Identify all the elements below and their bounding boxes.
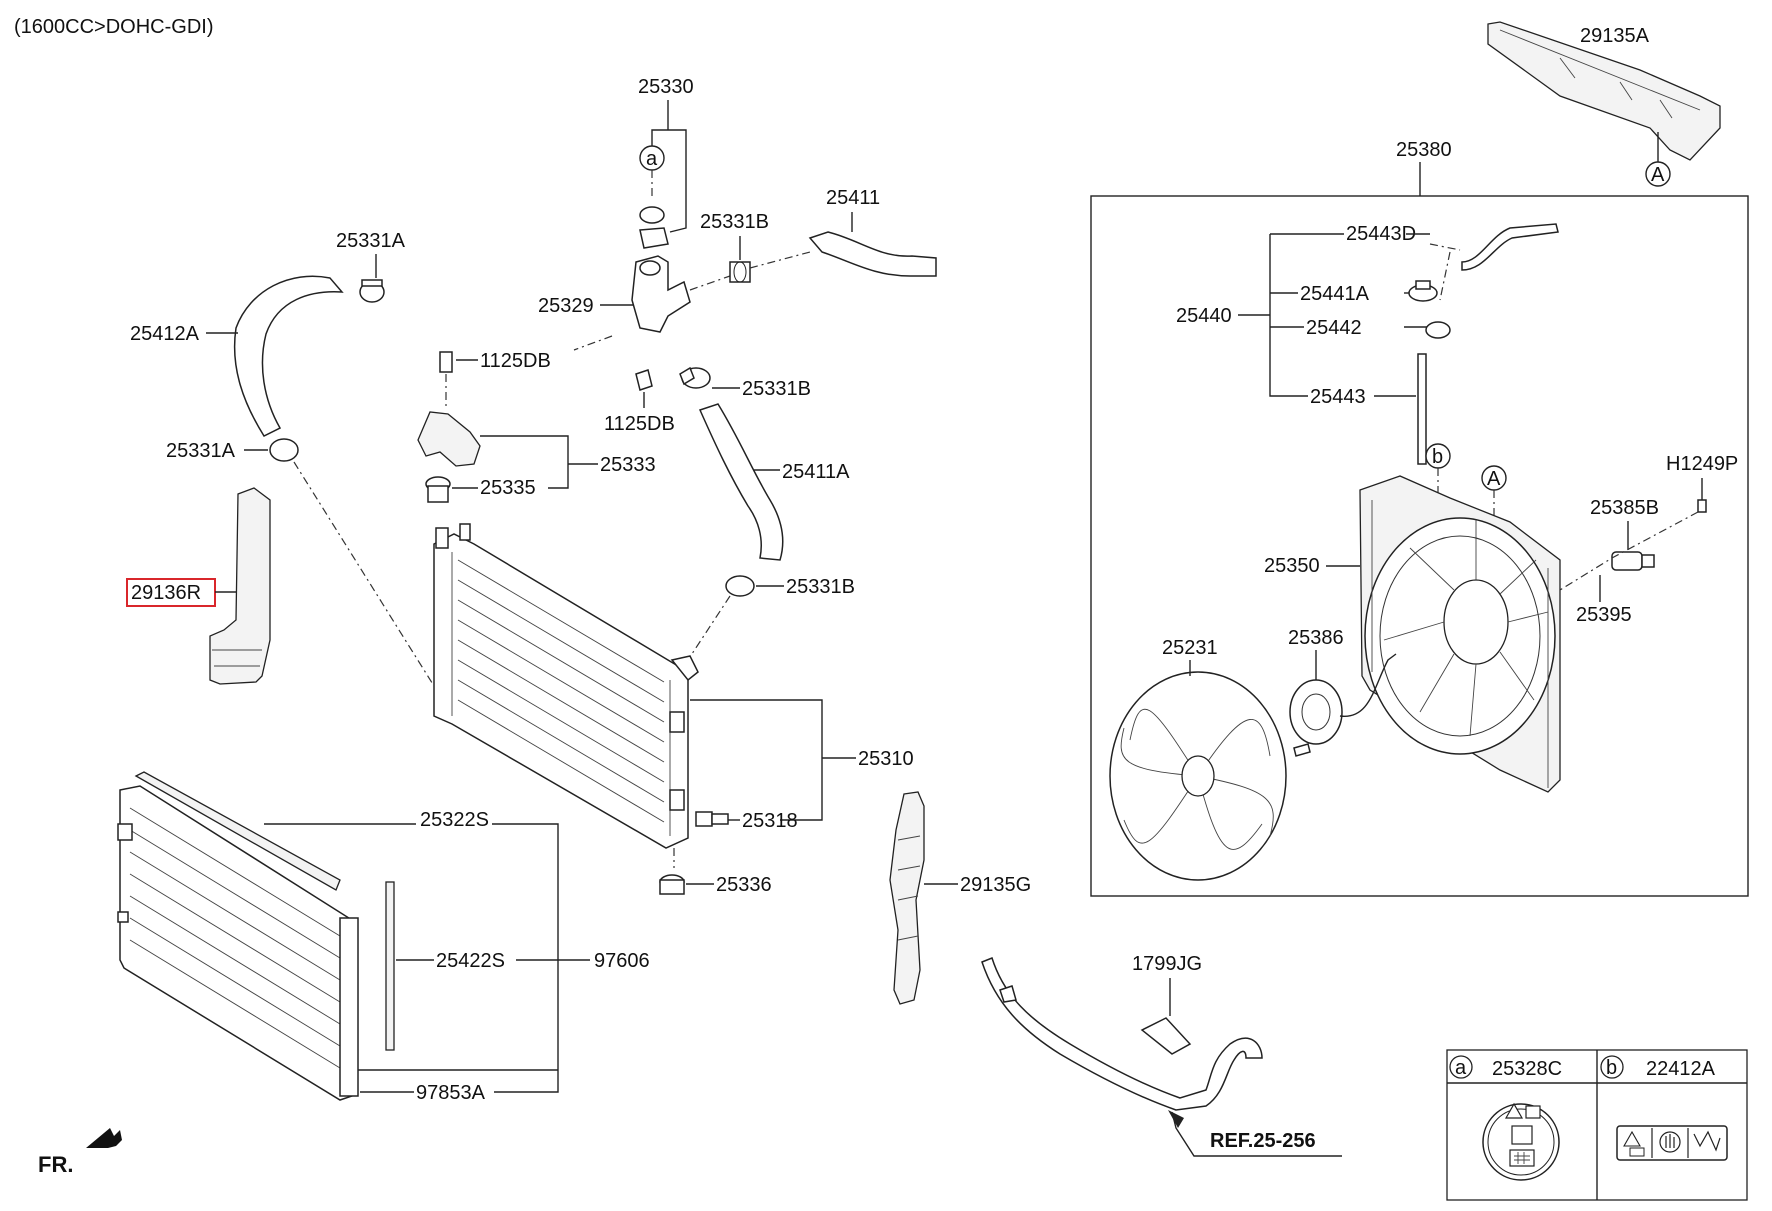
part-1125DB-bolt-a[interactable] [439, 351, 453, 373]
label-25330[interactable]: 25330 [638, 76, 694, 98]
part-25331B-clamp-mid[interactable] [679, 366, 711, 389]
legend-part-b[interactable]: 22412A [1646, 1058, 1716, 1080]
label-25329[interactable]: 25329 [538, 295, 594, 317]
part-1799JG-clip[interactable] [1140, 1017, 1192, 1055]
svg-text:A: A [1651, 164, 1665, 186]
label-25443D[interactable]: 25443D [1346, 223, 1416, 245]
part-25411-hose[interactable] [808, 231, 937, 277]
part-1125DB-bolt-b[interactable] [635, 369, 653, 391]
label-97853A[interactable]: 97853A [416, 1082, 486, 1104]
legend-marker-b: b [1600, 1055, 1624, 1079]
label-97606[interactable]: 97606 [594, 950, 650, 972]
part-97606-condenser[interactable] [117, 785, 359, 1101]
label-1125DB-a[interactable]: 1125DB [480, 350, 551, 372]
label-25322S[interactable]: 25322S [420, 809, 489, 831]
part-25350-fan-shroud[interactable] [1359, 475, 1561, 793]
label-25412A[interactable]: 25412A [130, 323, 200, 345]
label-29136R[interactable]: 29136R [131, 582, 201, 604]
label-25440[interactable]: 25440 [1176, 305, 1232, 327]
part-25331B-clamp-bot[interactable] [725, 575, 755, 597]
label-25443[interactable]: 25443 [1310, 386, 1366, 408]
label-25395[interactable]: 25395 [1576, 604, 1632, 626]
warning-label-decal-icon [1616, 1125, 1728, 1161]
front-label: FR. [38, 1152, 73, 1177]
part-H1249P-bolt[interactable] [1697, 499, 1707, 513]
label-25335[interactable]: 25335 [480, 477, 536, 499]
label-H1249P[interactable]: H1249P [1666, 453, 1738, 475]
part-25331A-clamp-bot[interactable] [269, 438, 299, 462]
part-25422S-seal[interactable] [385, 881, 395, 1051]
ref-label[interactable]: REF.25-256 [1210, 1130, 1316, 1152]
part-25329-housing[interactable] [631, 255, 691, 333]
part-25336-mount[interactable] [659, 874, 685, 895]
label-29135G[interactable]: 29135G [960, 874, 1031, 896]
engine-spec-label: (1600CC>DOHC-GDI) [14, 16, 213, 38]
part-25386-motor[interactable] [1289, 653, 1397, 757]
part-25442-oring[interactable] [1425, 321, 1451, 339]
label-25333[interactable]: 25333 [600, 454, 656, 476]
label-1125DB-b[interactable]: 1125DB [604, 413, 675, 435]
part-29136R-duct[interactable] [209, 487, 271, 685]
label-25441A[interactable]: 25441A [1300, 283, 1370, 305]
label-25380[interactable]: 25380 [1396, 139, 1452, 161]
label-25331A-top[interactable]: 25331A [336, 230, 406, 252]
marker-a-cap: a [639, 145, 665, 171]
part-25331B-clamp-top[interactable] [729, 261, 751, 283]
part-ref-hose-assembly[interactable] [981, 957, 1263, 1111]
part-25411A-hose[interactable] [698, 403, 784, 561]
label-25331B-top[interactable]: 25331B [700, 211, 769, 233]
front-arrow-icon [86, 1128, 122, 1148]
svg-text:b: b [1432, 446, 1443, 468]
part-25310-radiator[interactable] [433, 523, 699, 849]
part-25333-bracket[interactable] [417, 411, 481, 467]
part-25385B-connector[interactable] [1611, 551, 1655, 571]
part-25330-oring[interactable] [639, 206, 665, 224]
part-25441A-cap[interactable] [1408, 280, 1438, 302]
label-25350[interactable]: 25350 [1264, 555, 1320, 577]
part-25330-cap[interactable] [639, 227, 669, 249]
fan-assembly-box [1090, 195, 1749, 897]
part-25231-fan[interactable] [1109, 671, 1287, 881]
label-25318[interactable]: 25318 [742, 810, 798, 832]
warning-cap-decal-icon [1482, 1102, 1560, 1181]
label-25331B-bot[interactable]: 25331B [786, 576, 855, 598]
part-25335-mount[interactable] [425, 476, 451, 503]
svg-text:b: b [1606, 1057, 1617, 1079]
part-25443-hose[interactable] [1417, 353, 1427, 465]
svg-text:a: a [1455, 1057, 1467, 1079]
legend-marker-a: a [1449, 1055, 1473, 1079]
part-25322S-seal[interactable] [134, 771, 341, 891]
marker-b-shroud: b [1425, 443, 1451, 469]
svg-text:A: A [1487, 468, 1501, 490]
label-25331B-mid[interactable]: 25331B [742, 378, 811, 400]
part-29135A-bracket[interactable] [1487, 21, 1721, 161]
label-25386[interactable]: 25386 [1288, 627, 1344, 649]
part-25443D-hose[interactable] [1461, 223, 1559, 271]
label-1799JG[interactable]: 1799JG [1132, 953, 1202, 975]
label-25331A-bot[interactable]: 25331A [166, 440, 236, 462]
label-25336[interactable]: 25336 [716, 874, 772, 896]
label-25422S[interactable]: 25422S [436, 950, 505, 972]
label-25442[interactable]: 25442 [1306, 317, 1362, 339]
label-25231[interactable]: 25231 [1162, 637, 1218, 659]
label-29135A[interactable]: 29135A [1580, 25, 1650, 47]
svg-text:a: a [646, 148, 658, 170]
marker-A-shroud: A [1481, 465, 1507, 491]
label-25310[interactable]: 25310 [858, 748, 914, 770]
marker-A-top: A [1645, 161, 1671, 187]
part-25331A-clamp-top[interactable] [359, 279, 385, 303]
label-25411A[interactable]: 25411A [782, 461, 850, 483]
label-25411[interactable]: 25411 [826, 187, 880, 209]
label-25385B[interactable]: 25385B [1590, 497, 1659, 519]
part-25318-drain-plug[interactable] [695, 811, 729, 827]
part-25412A-hose[interactable] [233, 275, 344, 437]
legend-part-a[interactable]: 25328C [1492, 1058, 1562, 1080]
